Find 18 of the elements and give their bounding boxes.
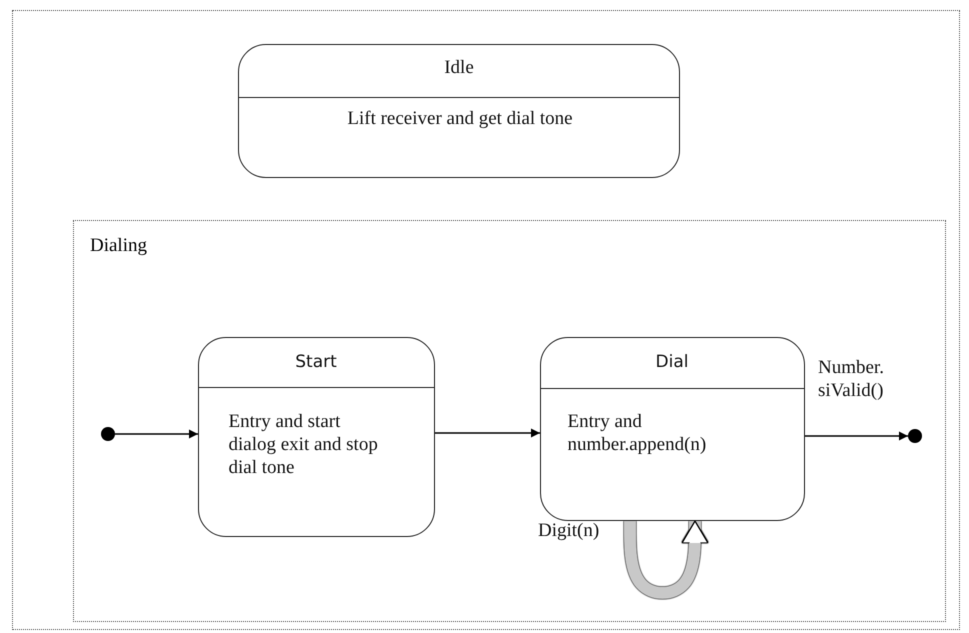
transition-arrow	[805, 432, 908, 440]
state-name: Start	[294, 352, 338, 372]
state-activity: Entry and start dialog exit and stop dial tone	[228, 410, 378, 478]
state-box	[238, 44, 680, 178]
transition-label: Number. siValid()	[818, 356, 885, 402]
state-name: Dial	[654, 352, 690, 372]
initial-state-dot	[100, 426, 114, 440]
transition-arrow	[115, 430, 198, 438]
frame-title: Dialing	[90, 235, 147, 257]
state-box	[198, 336, 434, 536]
state-activity: Entry and number.append(n)	[568, 410, 708, 456]
transition-arrow	[435, 428, 540, 438]
state-name: Idle	[443, 57, 475, 79]
state-activity: Lift receiver and get dial tone	[346, 107, 574, 130]
transition-label: Digit(n)	[538, 519, 600, 542]
composite-state-frame	[73, 220, 946, 622]
state-box	[540, 336, 804, 520]
final-state-dot	[908, 428, 922, 442]
